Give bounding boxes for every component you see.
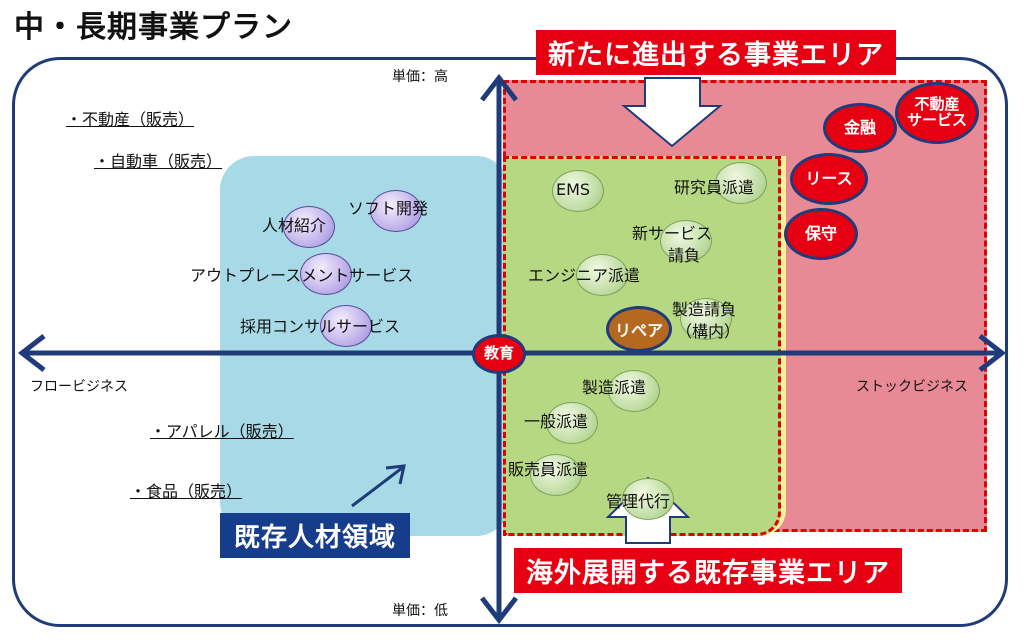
sales-item: ・食品（販売） (130, 482, 243, 501)
green-item-label: 一般派遣 (524, 412, 589, 431)
real-estate-label-2: サービス (906, 111, 967, 129)
axis-label-top: 単価：高 (392, 69, 448, 85)
bubble-purple (370, 190, 422, 232)
left-arrow-icon (17, 334, 46, 372)
green-item-label: エンジニア派遣 (528, 266, 641, 285)
green-item-label: 管理代行 (606, 492, 671, 511)
real-estate-service-bubble: 不動産 サービス (895, 82, 979, 144)
bubble-green (660, 220, 712, 262)
up-arrow-icon (480, 73, 518, 102)
bubble-green (608, 370, 660, 412)
green-item-label: EMS (556, 180, 591, 199)
bubble-purple (320, 305, 372, 347)
axis-label-right: ストックビジネス (856, 379, 968, 395)
real-estate-label-1: 不動産 (914, 95, 960, 114)
down-block-arrow-icon (621, 77, 723, 148)
right-arrow-icon (978, 334, 1007, 372)
green-item-label: 請負 (668, 246, 701, 265)
green-item-label: 製造請負 (672, 300, 737, 319)
blue-item-label: 人材紹介 (262, 216, 327, 235)
green-item-label: 研究員派遣 (674, 178, 755, 197)
sales-item: ・自動車（販売） (94, 152, 223, 171)
page-title: 中・長期事業プラン (14, 10, 293, 45)
diagonal-arrow-icon (385, 464, 406, 485)
diagram-frame (12, 57, 1008, 627)
overseas-area-banner: 海外展開する既存事業エリア (514, 548, 902, 593)
maintenance-bubble: 保守 (784, 208, 858, 260)
existing-hr-banner: 既存人材領域 (220, 513, 411, 558)
blue-item-label: アウトプレースメントサービス (190, 266, 414, 285)
blue-item-label: 採用コンサルサービス (240, 317, 401, 336)
bubble-green (546, 402, 598, 444)
finance-bubble: 金融 (823, 103, 897, 153)
blue-item-label: ソフト開発 (348, 199, 429, 218)
bubble-green (576, 254, 628, 296)
diagonal-arrow-line (351, 466, 403, 508)
existing-hr-region (220, 156, 510, 536)
repair-bubble: リペア (606, 306, 672, 352)
axis-label-left: フロービジネス (30, 379, 128, 395)
lease-bubble: リース (790, 153, 868, 205)
down-arrow-icon (480, 596, 518, 625)
bubble-green (530, 454, 582, 496)
green-item-label: 製造派遣 (582, 378, 647, 397)
bubble-purple (300, 253, 352, 295)
education-bubble: 教育 (472, 334, 526, 374)
bubble-green (622, 478, 674, 520)
green-item-label: （構内） (676, 322, 741, 341)
bubble-purple (283, 206, 335, 248)
bubble-green (680, 298, 732, 340)
axis-label-bottom: 単価：低 (392, 603, 448, 619)
bubble-green (715, 162, 767, 204)
green-item-label: 新サービス (632, 224, 713, 243)
green-item-label: 販売員派遣 (508, 460, 589, 479)
sales-item: ・不動産（販売） (66, 110, 195, 129)
sales-item: ・アパレル（販売） (150, 422, 294, 441)
new-area-banner: 新たに進出する事業エリア (536, 30, 896, 75)
bubble-green (552, 170, 604, 212)
